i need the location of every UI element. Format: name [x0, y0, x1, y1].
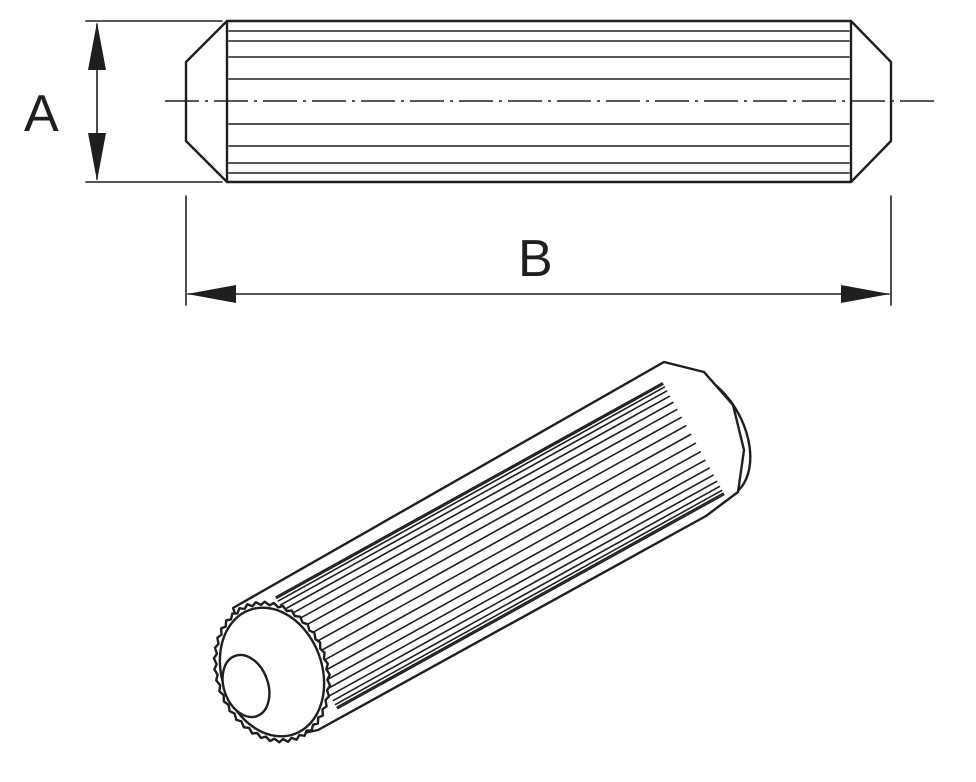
dim-a-arrow-bottom: [88, 133, 106, 181]
iso-flute-line: [277, 386, 666, 602]
iso-flute-line: [318, 459, 706, 675]
iso-flute-line: [337, 493, 725, 710]
iso-flute-line: [275, 382, 663, 598]
iso-flute-line: [332, 485, 721, 702]
iso-flute-line: [298, 424, 687, 641]
dim-a-label: A: [24, 85, 59, 143]
dimension-a: A: [24, 20, 223, 183]
dim-a-arrow-top: [88, 22, 106, 70]
iso-flute-lines: [275, 382, 725, 710]
iso-flute-line: [322, 467, 711, 683]
iso-flute-line: [313, 451, 702, 667]
iso-flute-line: [279, 390, 668, 606]
dim-b-arrow-left: [187, 285, 236, 303]
dim-b-label: B: [518, 230, 553, 288]
iso-flute-line: [282, 395, 671, 611]
iso-flute-line: [308, 442, 697, 658]
iso-flute-line: [294, 416, 682, 633]
iso-flute-line: [286, 401, 674, 618]
iso-near-end-flat: [221, 653, 271, 719]
iso-flute-line: [329, 480, 718, 697]
iso-flute-line: [336, 492, 724, 708]
iso-flute-line: [334, 489, 723, 706]
dim-b-arrow-right: [841, 285, 890, 303]
dimension-b: B: [185, 195, 892, 306]
iso-flute-line: [275, 383, 664, 600]
iso-flute-line: [326, 474, 714, 690]
iso-flute-line: [289, 408, 678, 625]
flute-lines: [228, 30, 850, 174]
iso-flute-line: [303, 433, 692, 650]
isometric-view: [212, 360, 752, 744]
side-view: [165, 19, 938, 184]
